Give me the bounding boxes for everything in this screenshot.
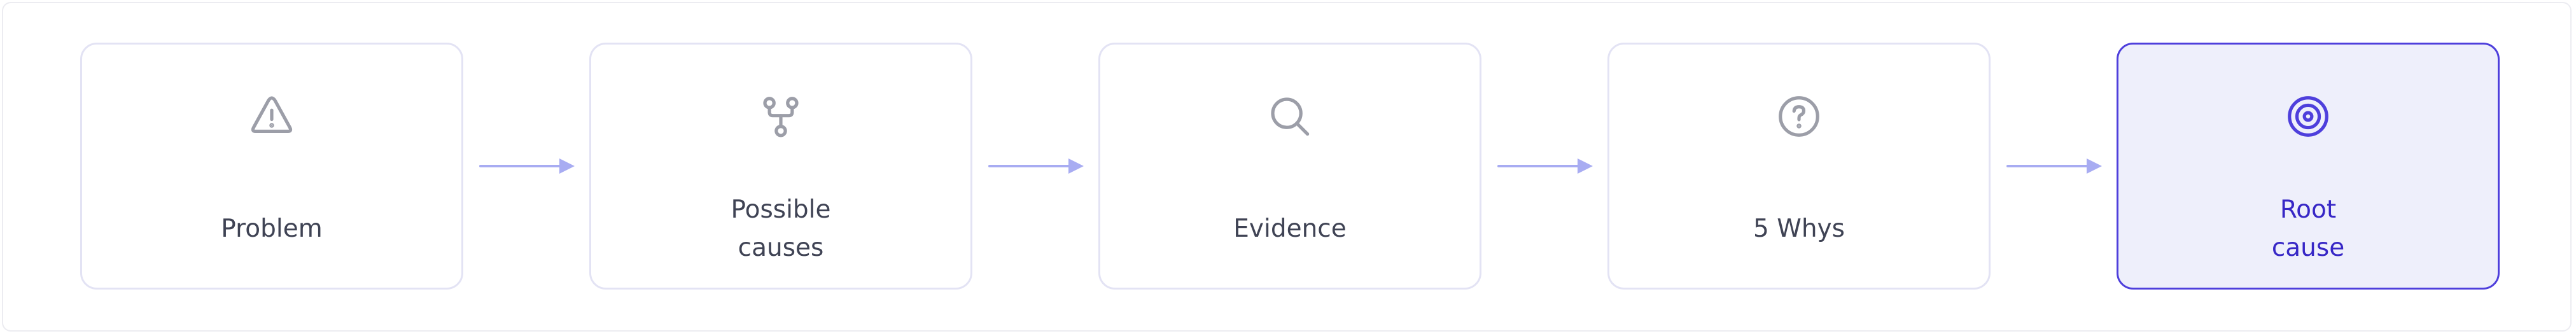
step-label: Problem <box>82 185 461 274</box>
step-label: Possible causes <box>591 185 970 274</box>
diagram-frame: Problem Possible causes <box>2 2 2572 332</box>
step-label: Root cause <box>2118 185 2498 274</box>
step-root-cause: Root cause <box>2117 43 2500 290</box>
step-label-line-2: causes <box>738 234 824 262</box>
flow-arrow-2 <box>988 158 1084 174</box>
step-label-line-1: Possible <box>731 195 831 224</box>
step-label: 5 Whys <box>1609 185 1989 274</box>
question-circle-icon <box>1779 96 1819 137</box>
step-possible-causes: Possible causes <box>589 43 972 290</box>
target-icon <box>2288 96 2328 137</box>
flow-arrow-3 <box>1497 158 1593 174</box>
warning-triangle-icon <box>251 96 293 133</box>
step-5-whys: 5 Whys <box>1607 43 1991 290</box>
step-label-line-2: cause <box>2271 234 2345 262</box>
step-evidence: Evidence <box>1098 43 1481 290</box>
step-label-line-1: Root <box>2279 195 2337 224</box>
step-label-line-1: Evidence <box>1233 214 1347 243</box>
step-problem: Problem <box>80 43 463 290</box>
flow-arrow-1 <box>479 158 575 174</box>
search-icon <box>1271 97 1310 136</box>
step-label-line-1: 5 Whys <box>1753 214 1845 243</box>
flow-arrow-4 <box>2006 158 2102 174</box>
step-label-line-1: Problem <box>221 214 323 243</box>
branch-fork-icon <box>763 97 799 137</box>
step-label: Evidence <box>1100 185 1480 274</box>
